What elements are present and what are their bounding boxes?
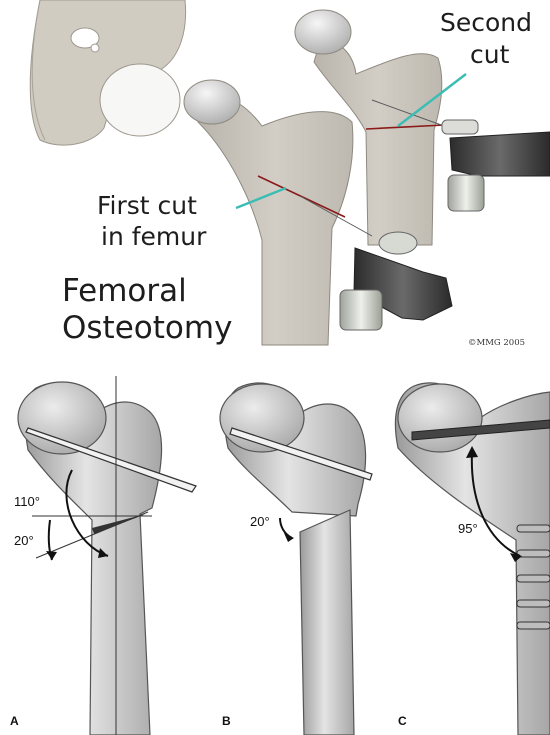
rear-femoral-head [295,10,351,54]
femoral-head-c [398,384,482,452]
surgical-saw-lower [340,232,452,330]
panel-letter-a: A [10,715,19,728]
first-cut-label-line1: First cut [97,193,197,219]
panel-letter-b: B [222,715,231,728]
panel-letter-c: C [398,715,407,728]
screw-5 [517,622,550,629]
screw-4 [517,600,550,607]
arrowhead-20-a [46,551,57,560]
femur-shaft-b [300,510,354,735]
front-femoral-head [184,80,240,124]
screw-1 [517,525,550,532]
angle-label-20-b: 20° [250,515,270,529]
second-cut-label-line1: Second [440,10,532,36]
title-line1: Femoral [62,275,187,308]
first-cut-label-line2: in femur [101,224,206,250]
arrowhead-20-b [284,533,294,542]
panel-b [220,383,372,735]
angle-label-110-a: 110° [14,495,40,509]
panel-a [18,376,196,735]
small-foramen [91,44,99,52]
panel-c [395,383,550,735]
acetabulum-socket [100,64,180,136]
angle-label-95-c: 95° [458,522,478,536]
title-line2: Osteotomy [62,312,232,345]
second-cut-label-line2: cut [470,42,509,68]
screw-3 [517,575,550,582]
angle-label-20-a: 20° [14,534,34,548]
surgical-saw-upper [442,120,550,211]
front-femur [198,95,353,345]
copyright-text: ©MMG 2005 [468,339,525,348]
screw-2 [517,550,550,557]
